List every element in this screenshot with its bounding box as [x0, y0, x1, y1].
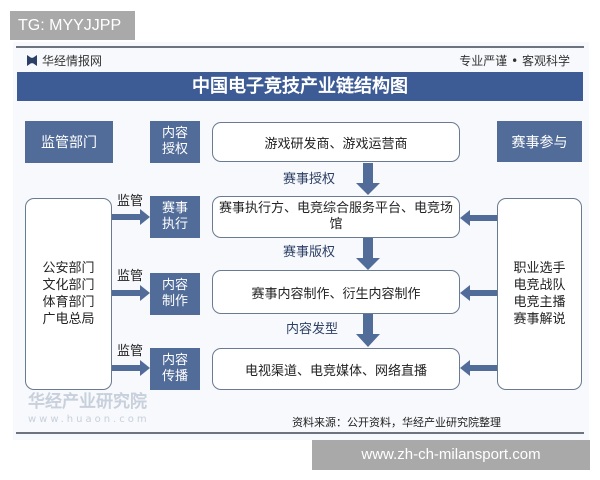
left-arrow-icon — [460, 210, 497, 226]
watermark-top: TG: MYYJJPP — [10, 11, 135, 40]
stage-content: 电视渠道、电竞媒体、网络直播 — [212, 348, 460, 390]
stage-tag: 内容传播 — [150, 348, 200, 390]
participant-header: 赛事参与 — [497, 121, 582, 162]
page-title: 中国电子竞技产业链结构图 — [17, 72, 583, 101]
right-arrow-icon — [112, 209, 150, 225]
bg-watermark-url: www.huaon.com — [28, 414, 150, 425]
regulator-item: 公安部门 — [42, 261, 95, 276]
down-arrow-icon — [356, 314, 380, 347]
stage-tag: 赛事执行 — [150, 196, 200, 238]
right-arrow-icon — [112, 360, 150, 376]
tag-line: 赛事 — [161, 201, 188, 216]
regulator-item: 体育部门 — [42, 295, 95, 310]
slogan: 专业严谨 • 客观科学 — [459, 54, 570, 68]
stage-content: 赛事内容制作、衍生内容制作 — [212, 270, 460, 314]
tag-line: 内容 — [161, 278, 188, 293]
regulator-list: 公安部门 文化部门 体育部门 广电总局 — [25, 198, 112, 390]
supervise-label: 监管 — [117, 194, 144, 209]
participant-item: 电竞战队 — [513, 278, 566, 293]
tag-line: 内容 — [161, 126, 188, 141]
participant-item: 职业选手 — [513, 261, 566, 276]
source-note: 资料来源：公开资料，华经产业研究院整理 — [292, 416, 501, 429]
stage-tag: 内容制作 — [150, 273, 200, 315]
left-arrow-icon — [460, 360, 497, 376]
tag-line: 授权 — [161, 142, 188, 157]
flow-label: 赛事版权 — [283, 245, 336, 260]
stage-content: 赛事执行方、电竞综合服务平台、电竞场馆 — [212, 196, 460, 238]
regulator-item: 文化部门 — [42, 278, 95, 293]
tag-line: 制作 — [161, 294, 188, 309]
logo-text: 华经情报网 — [42, 54, 103, 68]
watermark-bottom: www.zh-ch-milansport.com — [312, 440, 590, 470]
flow-label: 内容发型 — [286, 322, 339, 337]
tag-line: 执行 — [161, 217, 188, 232]
participant-item: 赛事解说 — [513, 312, 566, 327]
supervise-label: 监管 — [117, 269, 144, 284]
supervise-label: 监管 — [117, 344, 144, 359]
top-rule — [16, 46, 584, 48]
logo: 华经情报网 — [27, 52, 102, 69]
bottom-rule — [16, 432, 584, 434]
stage-tag: 内容授权 — [150, 121, 200, 163]
down-arrow-icon — [356, 238, 380, 270]
right-arrow-icon — [112, 285, 150, 301]
tag-line: 传播 — [161, 369, 188, 384]
flow-label: 赛事授权 — [283, 172, 336, 187]
tag-line: 内容 — [161, 353, 188, 368]
regulator-item: 广电总局 — [42, 312, 95, 327]
participant-item: 电竞主播 — [513, 295, 566, 310]
stage-content: 游戏研发商、游戏运营商 — [212, 122, 460, 162]
regulator-header: 监管部门 — [25, 121, 113, 163]
logo-icon — [27, 55, 37, 66]
bg-watermark-name: 华经产业研究院 — [28, 392, 147, 412]
participant-list: 职业选手 电竞战队 电竞主播 赛事解说 — [497, 198, 582, 390]
left-arrow-icon — [460, 285, 497, 301]
down-arrow-icon — [356, 163, 380, 195]
